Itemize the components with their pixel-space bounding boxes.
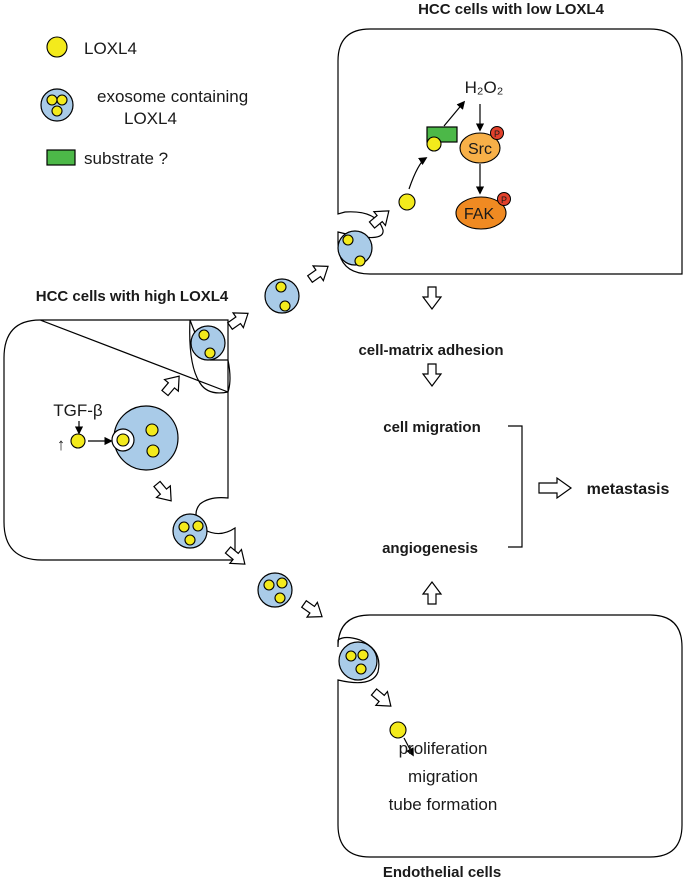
upregulation-arrow: ↑ — [57, 435, 66, 454]
endothelial-cell — [337, 614, 683, 858]
effect-tube-formation: tube formation — [389, 795, 498, 814]
hollow-arrow-to-adhesion — [421, 286, 443, 310]
hollow-arrow-upper-2 — [306, 265, 329, 284]
hollow-arrow-mvb-down — [153, 480, 172, 502]
exosome-top-fusion — [337, 230, 373, 267]
left-cell-title: HCC cells with high LOXL4 — [36, 288, 229, 305]
hollow-arrow-lower-2 — [300, 599, 323, 618]
h2o2-label: H₂O₂ — [465, 78, 504, 97]
hollow-arrow-mvb-up — [161, 375, 180, 397]
arrow-loxl4-to-effects — [403, 737, 414, 757]
angiogenesis-label: angiogenesis — [382, 540, 478, 557]
exosome-endothelial-fusion — [338, 641, 378, 681]
fak-phospho-badge — [497, 192, 511, 206]
endothelial-cell-title: Endothelial cells — [383, 864, 501, 881]
src-label: Src — [468, 141, 492, 158]
src-phospho-label: P — [494, 129, 500, 139]
metastasis-label: metastasis — [587, 481, 670, 498]
legend-loxl4-icon — [46, 36, 68, 58]
legend-exosome-label-2: LOXL4 — [124, 109, 177, 128]
effect-migration: migration — [408, 767, 478, 786]
hollow-arrow-to-metastasis — [538, 476, 573, 500]
hollow-arrow-top-in — [368, 210, 390, 229]
top-cell — [337, 28, 683, 275]
loxl4-intracellular — [70, 433, 86, 449]
hollow-arrow-endothelial-in — [370, 688, 392, 707]
exosome-left-bud-top — [190, 325, 226, 361]
hollow-arrow-endothelial-to-angiogenesis — [421, 581, 443, 605]
multivesicular-body — [111, 405, 179, 471]
exosome-upper-transit — [264, 278, 300, 314]
src-node — [459, 132, 501, 164]
tgf-beta-label: TGF-β — [53, 401, 103, 420]
legend-loxl4-label: LOXL4 — [84, 39, 137, 58]
arrow-loxl4-to-substrate — [408, 157, 428, 190]
loxl4-released-endothelial — [389, 721, 407, 739]
loxl4-released-top — [398, 193, 416, 211]
legend-exosome-icon — [40, 88, 74, 122]
outcome-bracket — [508, 425, 523, 548]
cell-matrix-adhesion-label: cell-matrix adhesion — [358, 342, 503, 359]
legend-substrate-label: substrate ? — [84, 149, 168, 168]
cell-migration-label: cell migration — [383, 419, 481, 436]
loxl4-bound-substrate — [426, 136, 442, 152]
legend-exosome-label-1: exosome containing — [97, 87, 248, 106]
hollow-arrow-to-migration — [421, 363, 443, 387]
fak-node — [455, 196, 507, 230]
arrow-to-h2o2 — [443, 100, 466, 127]
legend: LOXL4 exosome containing LOXL4 substrate… — [40, 36, 248, 168]
src-phospho-badge — [490, 126, 504, 140]
exosome-lower-transit — [257, 572, 293, 608]
legend-substrate-icon — [46, 149, 76, 166]
hollow-arrow-upper-1 — [226, 312, 249, 331]
hollow-arrow-lower-1 — [224, 546, 246, 565]
effect-proliferation: proliferation — [399, 739, 488, 758]
fak-phospho-label: P — [501, 195, 507, 205]
fak-label: FAK — [464, 206, 495, 223]
top-cell-title: HCC cells with low LOXL4 — [418, 1, 605, 18]
exosome-left-bud-bottom — [172, 513, 208, 549]
